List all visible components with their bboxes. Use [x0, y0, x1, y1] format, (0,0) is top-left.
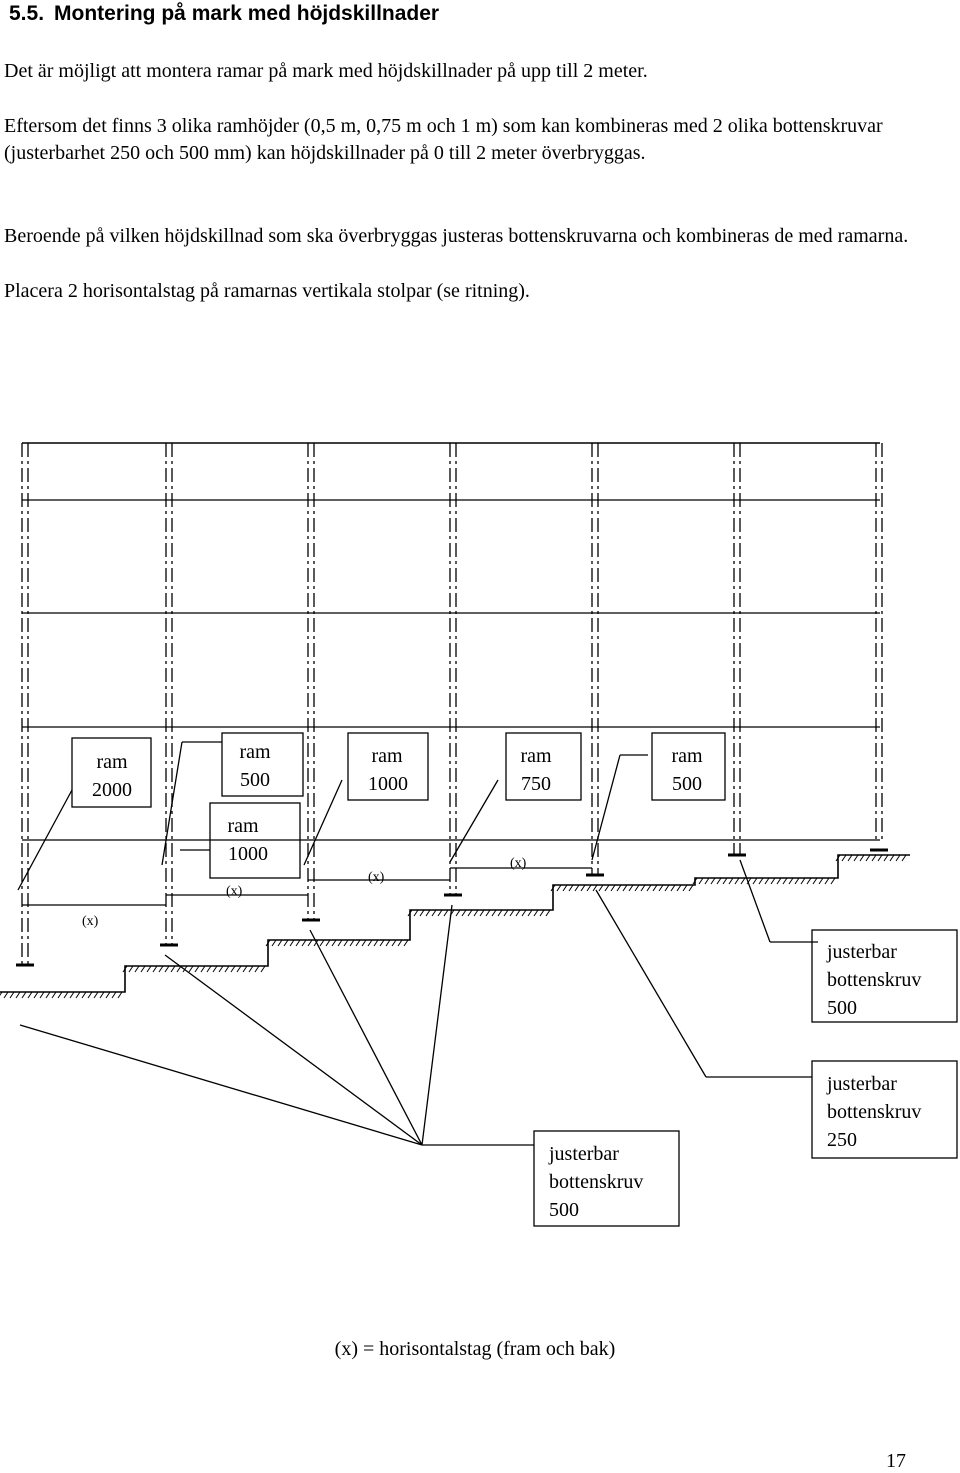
brace-mark: (x) [82, 914, 99, 929]
screw-label-line3: 250 [827, 1129, 857, 1151]
paragraph-adjustment: Beroende på vilken höjdskillnad som ska … [4, 225, 909, 247]
section-number: 5.5. [9, 2, 45, 25]
screw-labels: justerbar bottenskruv 500 justerbar bott… [548, 941, 921, 1221]
screw-label-line2: bottenskruv [549, 1171, 643, 1193]
screw-label-line3: 500 [549, 1199, 579, 1221]
frame-label-line1: ram [671, 745, 703, 767]
paragraph-frame-heights: Eftersom det finns 3 olika ramhöjder (0,… [4, 115, 883, 164]
frame-label-line2: 1000 [368, 773, 408, 795]
frame-label-line1: ram [520, 745, 552, 767]
frame-labels: ram 2000 ram 500 ram 1000 ram 1000 ram 7… [92, 741, 703, 865]
brace-mark: (x) [226, 884, 243, 899]
frame-label-line1: ram [371, 745, 403, 767]
frame-label-line1: ram [96, 751, 128, 773]
frame-label-line2: 1000 [228, 843, 268, 865]
page-number: 17 [886, 1450, 906, 1472]
screw-label-line1: justerbar [826, 941, 897, 963]
drawing-legend: (x) = horisontalstag (fram och bak) [335, 1338, 616, 1360]
paragraph-intro: Det är möjligt att montera ramar på mark… [4, 60, 648, 82]
section-heading: 5.5. Montering på mark med höjdskillnader [9, 2, 439, 26]
brace-marks: (x) (x) (x) (x) [82, 856, 527, 929]
ground-hatching [0, 854, 907, 999]
screw-label-line1: justerbar [826, 1073, 897, 1095]
brace-mark: (x) [510, 856, 527, 871]
frame-label-line1: ram [239, 741, 271, 763]
brace-mark: (x) [368, 870, 385, 885]
frame-label-line2: 500 [240, 769, 270, 791]
screw-label-line2: bottenskruv [827, 1101, 921, 1123]
frame-label-line1: ram [227, 815, 259, 837]
screw-label-line1: justerbar [548, 1143, 619, 1165]
screw-label-line3: 500 [827, 997, 857, 1019]
paragraph-braces: Placera 2 horisontalstag på ramarnas ver… [4, 280, 530, 302]
section-title: Montering på mark med höjdskillnader [54, 2, 440, 25]
frame-label-line2: 500 [672, 773, 702, 795]
screw-label-line2: bottenskruv [827, 969, 921, 991]
scaffold-structure [0, 442, 958, 1227]
frame-label-line2: 2000 [92, 779, 132, 801]
frame-label-line2: 750 [521, 773, 551, 795]
